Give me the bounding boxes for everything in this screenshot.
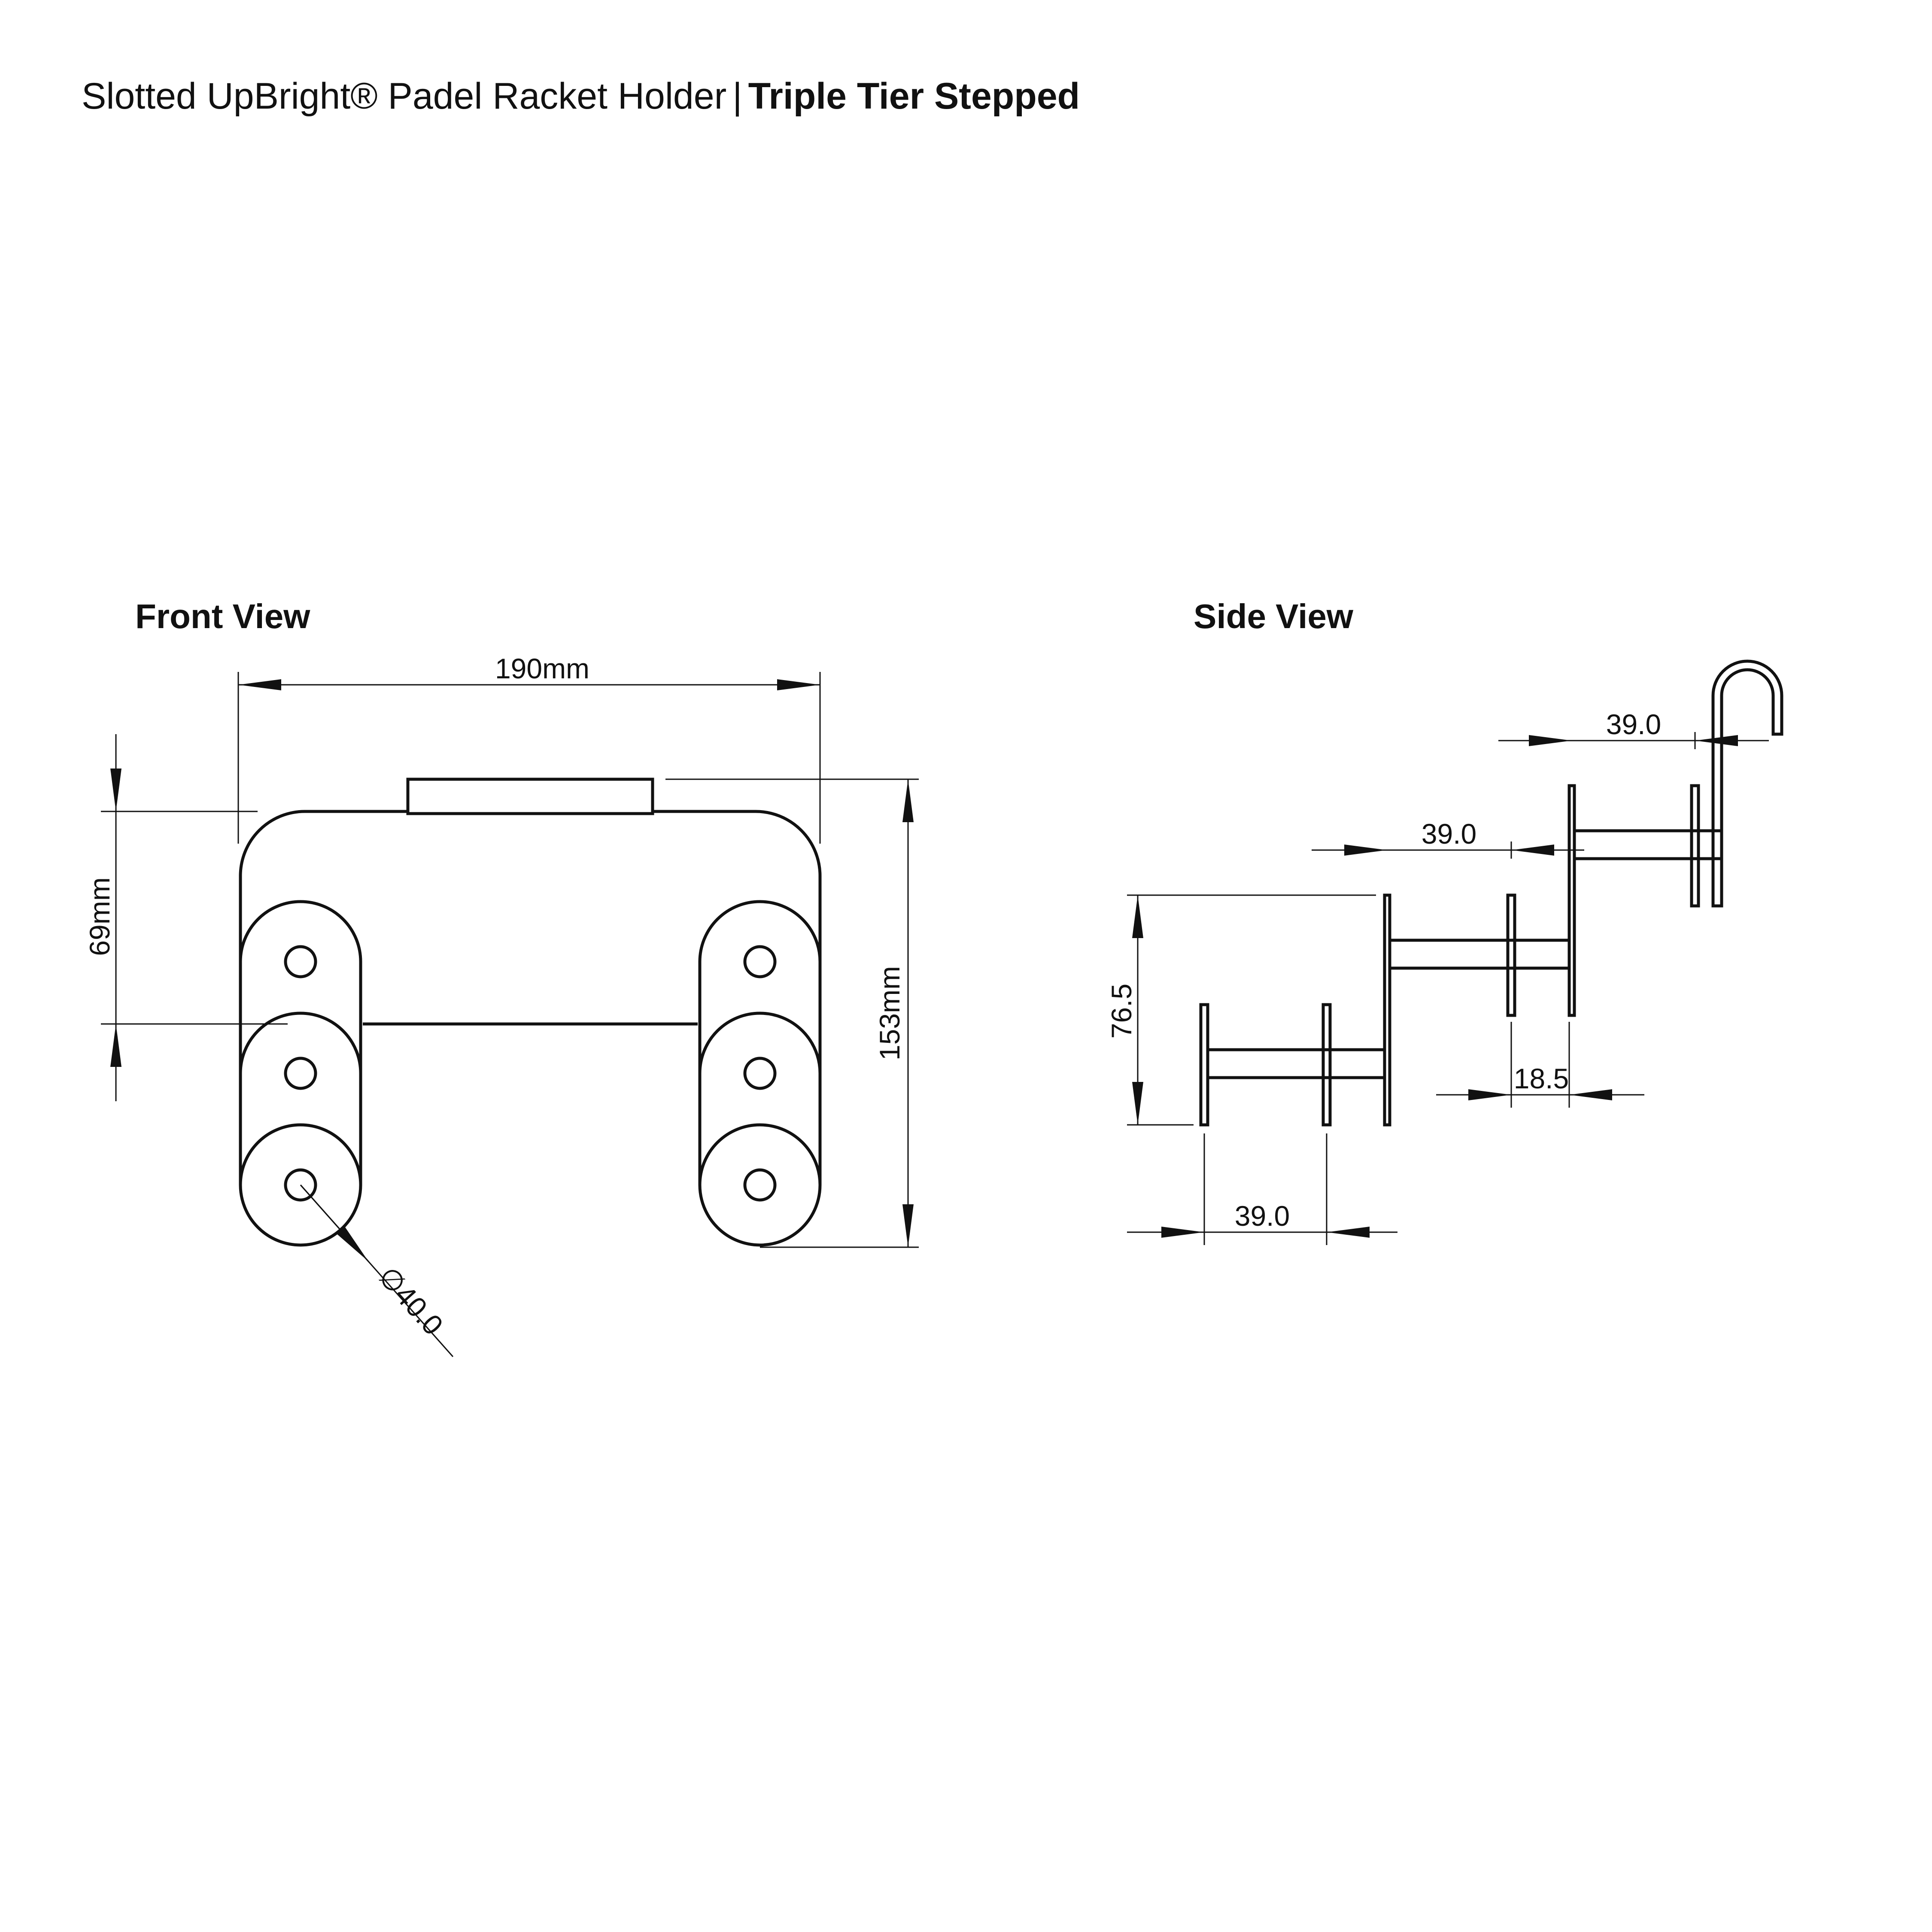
diameter-arrow bbox=[300, 1185, 369, 1262]
side-plate bbox=[1690, 784, 1700, 908]
top-depth-label: 39.0 bbox=[1606, 708, 1661, 740]
side-back-plate bbox=[1567, 784, 1576, 1017]
side-view-drawing bbox=[1199, 659, 1783, 1127]
front-left-hole bbox=[284, 1057, 317, 1090]
variant-name: Triple Tier Stepped bbox=[748, 76, 1080, 117]
front-left-ring-divider bbox=[239, 1123, 362, 1185]
side-view-dimensions bbox=[1127, 732, 1769, 1245]
diameter-label-group: ∅40.0 bbox=[372, 1261, 449, 1341]
side-bottom-tier bbox=[1199, 1003, 1385, 1127]
front-view-dimensions bbox=[101, 672, 919, 1357]
gap-label: 18.5 bbox=[1514, 1063, 1569, 1094]
front-view-title: Front View bbox=[135, 597, 310, 635]
side-plate bbox=[1321, 1003, 1332, 1127]
bottom-depth-label: 39.0 bbox=[1235, 1200, 1290, 1232]
front-right-hole bbox=[743, 1057, 777, 1090]
side-top-tier bbox=[1567, 784, 1722, 1017]
front-right-hole bbox=[743, 1168, 777, 1202]
side-height-label: 76.5 bbox=[1106, 984, 1137, 1039]
product-name: Slotted UpBright® Padel Racket Holder bbox=[82, 76, 727, 117]
front-top-plate bbox=[406, 778, 654, 815]
side-back-plate bbox=[1383, 893, 1391, 1127]
front-left-ring-divider bbox=[239, 1012, 362, 1074]
width-label: 190mm bbox=[495, 653, 589, 684]
front-body-outline bbox=[239, 810, 822, 962]
front-right-column bbox=[698, 900, 822, 1247]
front-right-hole bbox=[743, 945, 777, 978]
svg-text:∅40.0: ∅40.0 bbox=[372, 1261, 449, 1341]
front-left-hole bbox=[284, 945, 317, 978]
side-plate bbox=[1199, 1003, 1209, 1127]
side-middle-tier bbox=[1383, 893, 1569, 1127]
side-plate bbox=[1506, 893, 1516, 1017]
front-left-hole bbox=[284, 1168, 317, 1202]
side-wall-hook bbox=[1711, 659, 1783, 908]
spacing-label: 69mm bbox=[84, 877, 115, 956]
front-right-ring-divider bbox=[698, 1012, 822, 1074]
front-left-column bbox=[239, 900, 362, 1247]
front-view-drawing bbox=[239, 778, 822, 1247]
height-label: 153mm bbox=[874, 966, 905, 1060]
header-separator: | bbox=[732, 76, 742, 117]
middle-depth-label: 39.0 bbox=[1422, 818, 1476, 850]
side-view-title: Side View bbox=[1194, 597, 1354, 635]
drawing-header: Slotted UpBright® Padel Racket Holder|Tr… bbox=[82, 75, 1080, 118]
front-right-ring-divider bbox=[698, 1123, 822, 1185]
